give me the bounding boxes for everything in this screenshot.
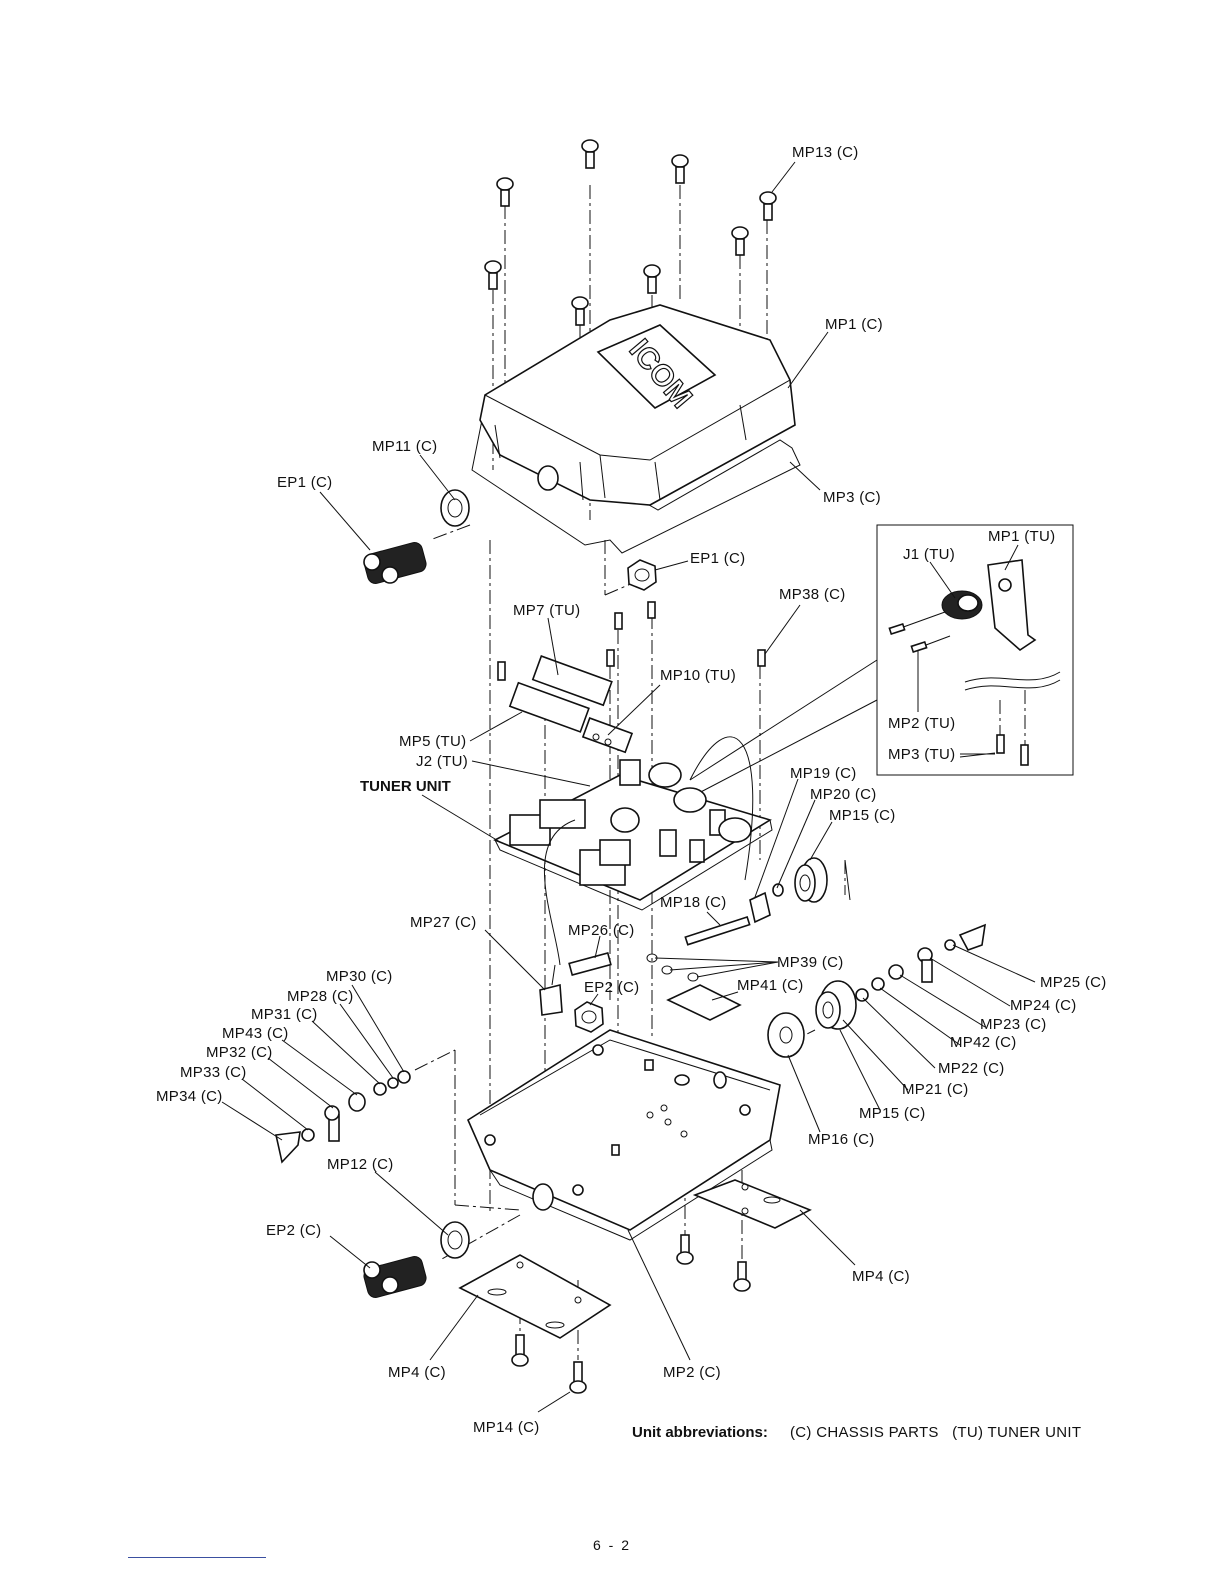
label-mp16-c: MP16 (C) xyxy=(808,1131,875,1148)
abbreviations-text: (C) CHASSIS PARTS (TU) TUNER UNIT xyxy=(790,1424,1081,1441)
label-mp26-c: MP26 (C) xyxy=(568,922,635,939)
label-mp11-c: MP11 (C) xyxy=(372,438,437,455)
label-mp18-c: MP18 (C) xyxy=(660,894,727,911)
screw-1 xyxy=(581,139,599,169)
label-mp34-c: MP34 (C) xyxy=(156,1088,223,1105)
heading-tuner-unit: TUNER UNIT xyxy=(360,778,451,795)
label-mp4-c-left: MP4 (C) xyxy=(388,1364,446,1381)
ep1-nut xyxy=(627,559,657,591)
label-mp21-c: MP21 (C) xyxy=(902,1081,969,1098)
label-mp22-c: MP22 (C) xyxy=(938,1060,1005,1077)
leader-lines xyxy=(221,161,1036,1413)
mounting-brackets xyxy=(458,1179,812,1339)
abbreviations-label: Unit abbreviations: xyxy=(632,1424,768,1441)
bottom-screws xyxy=(511,1234,751,1394)
ep2-nut xyxy=(574,1001,604,1033)
tuner-unit-inset xyxy=(876,524,1074,776)
label-mp25-c: MP25 (C) xyxy=(1040,974,1107,991)
label-ep1-c-nut: EP1 (C) xyxy=(690,550,745,567)
label-mp2-tu: MP2 (TU) xyxy=(888,715,955,732)
label-mp14-c: MP14 (C) xyxy=(473,1419,540,1436)
label-mp3-tu: MP3 (TU) xyxy=(888,746,955,763)
mp41-pad xyxy=(666,984,742,1021)
label-mp13-c: MP13 (C) xyxy=(792,144,859,161)
screw-3 xyxy=(496,177,514,207)
label-ep2-c-left: EP2 (C) xyxy=(266,1222,321,1239)
tuner-board xyxy=(493,655,773,966)
footer-rule xyxy=(128,1557,266,1558)
label-mp32-c: MP32 (C) xyxy=(206,1044,273,1061)
label-ep1-c-left: EP1 (C) xyxy=(277,474,332,491)
logo-plate xyxy=(596,324,717,409)
label-mp39-c: MP39 (C) xyxy=(777,954,844,971)
part-labels: MP13 (C) MP1 (C) MP11 (C) EP1 (C) MP3 (C… xyxy=(156,144,1107,1441)
left-connector-ep2 xyxy=(363,1221,470,1298)
label-mp23-c: MP23 (C) xyxy=(980,1016,1047,1033)
label-mp43-c: MP43 (C) xyxy=(222,1025,289,1042)
label-mp1-c: MP1 (C) xyxy=(825,316,883,333)
screw-5 xyxy=(731,226,749,256)
label-ep2-c-nut: EP2 (C) xyxy=(584,979,639,996)
label-mp10-tu: MP10 (TU) xyxy=(660,667,736,684)
top-cover: ICOM xyxy=(471,304,801,554)
label-j2-tu: J2 (TU) xyxy=(416,753,468,770)
mp26-mp27 xyxy=(539,952,612,1016)
label-mp24-c: MP24 (C) xyxy=(1010,997,1077,1014)
right-terminal-hardware xyxy=(767,923,986,1058)
mp39-washers xyxy=(646,953,699,982)
label-mp31-c: MP31 (C) xyxy=(251,1006,318,1023)
page-number: 6 - 2 xyxy=(592,1537,631,1553)
label-mp19-c: MP19 (C) xyxy=(790,765,857,782)
label-mp1-tu: MP1 (TU) xyxy=(988,528,1055,545)
label-mp2-c: MP2 (C) xyxy=(663,1364,721,1381)
label-mp41-c: MP41 (C) xyxy=(737,977,804,994)
label-mp7-tu: MP7 (TU) xyxy=(513,602,580,619)
left-terminal-hardware xyxy=(275,1070,411,1164)
label-mp28-c: MP28 (C) xyxy=(287,988,354,1005)
label-mp27-c: MP27 (C) xyxy=(410,914,477,931)
label-mp15-c-bottom: MP15 (C) xyxy=(859,1105,926,1122)
label-mp3-c: MP3 (C) xyxy=(823,489,881,506)
screw-8 xyxy=(571,296,589,326)
board-screws xyxy=(497,601,766,681)
label-mp20-c: MP20 (C) xyxy=(810,786,877,803)
label-mp42-c: MP42 (C) xyxy=(950,1034,1017,1051)
label-mp12-c: MP12 (C) xyxy=(327,1156,394,1173)
label-mp5-tu: MP5 (TU) xyxy=(399,733,466,750)
bottom-chassis xyxy=(466,1029,781,1241)
screw-2 xyxy=(671,154,689,184)
screw-7 xyxy=(643,264,661,294)
label-mp33-c: MP33 (C) xyxy=(180,1064,247,1081)
label-mp30-c: MP30 (C) xyxy=(326,968,393,985)
label-j1-tu: J1 (TU) xyxy=(903,546,955,563)
left-connector-ep1 xyxy=(363,489,470,584)
right-feedthrough-assembly xyxy=(684,857,851,946)
top-cover-screws xyxy=(484,139,777,326)
label-mp38-c: MP38 (C) xyxy=(779,586,846,603)
screw-6 xyxy=(484,260,502,290)
label-mp4-c-right: MP4 (C) xyxy=(852,1268,910,1285)
label-mp15-c-top: MP15 (C) xyxy=(829,807,896,824)
screw-4 xyxy=(759,191,777,221)
